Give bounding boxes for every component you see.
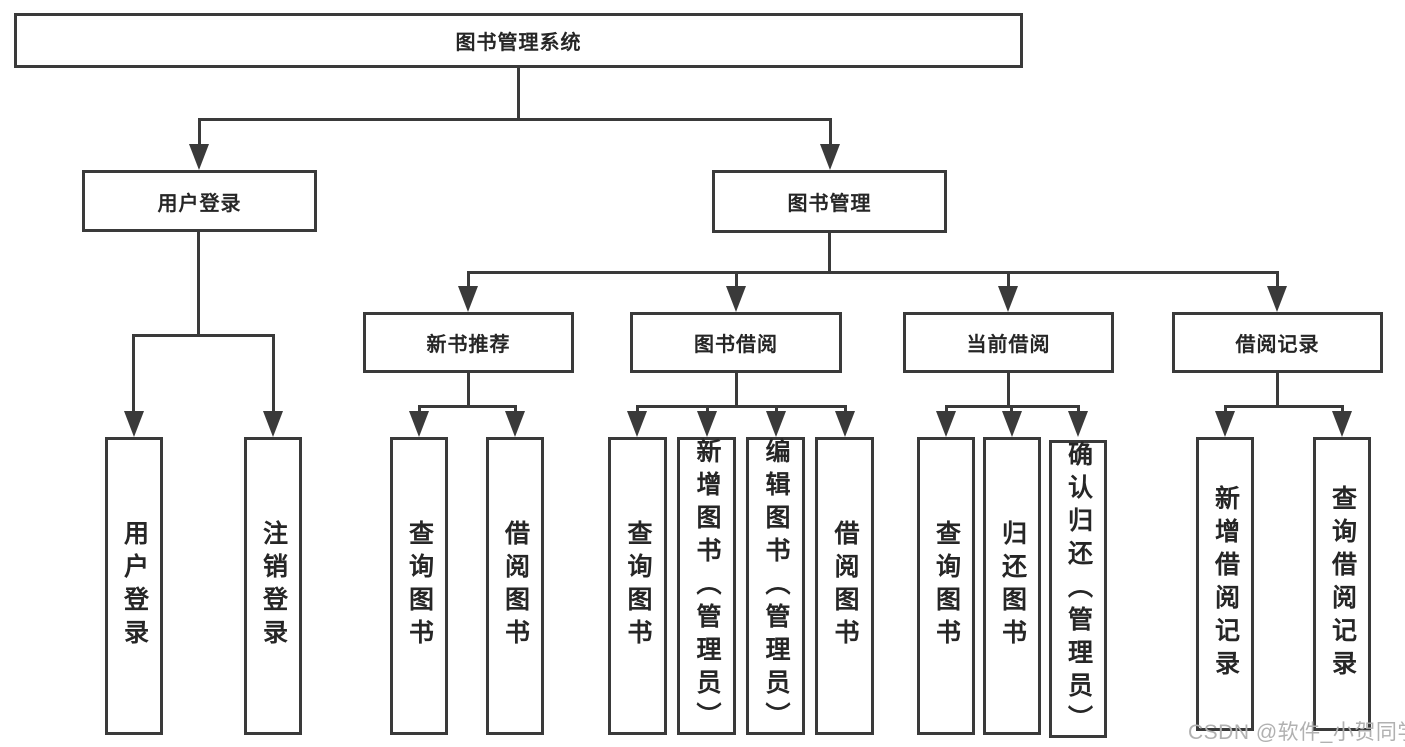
connector-line (636, 405, 847, 408)
node-user-login: 用户登录 (82, 170, 317, 232)
arrowhead-down-icon (1267, 286, 1287, 312)
arrowhead-down-icon (697, 411, 717, 437)
leaf-record-add-record: 新增借阅记录 (1196, 437, 1254, 731)
arrowhead-down-icon (189, 144, 209, 170)
arrowhead-down-icon (1002, 411, 1022, 437)
leaf-label: 注销登录 (259, 520, 288, 652)
leaf-logout: 注销登录 (244, 437, 302, 735)
leaf-record-query-record: 查询借阅记录 (1313, 437, 1371, 731)
connector-line (198, 121, 201, 146)
connector-line (735, 274, 738, 288)
arrowhead-down-icon (820, 144, 840, 170)
connector-line (467, 274, 470, 288)
leaf-label: 新增借阅记录 (1211, 485, 1240, 683)
node-book-borrow: 图书借阅 (630, 312, 842, 373)
connector-line (132, 337, 135, 413)
connector-line (1276, 373, 1279, 407)
connector-line (1007, 274, 1010, 288)
leaf-current-query-book: 查询图书 (917, 437, 975, 735)
connector-line (1224, 405, 1344, 408)
connector-line (197, 232, 200, 336)
leaf-label: 确认归还（管理员） (1064, 440, 1093, 738)
connector-line (467, 271, 1279, 274)
connector-line (735, 373, 738, 407)
leaf-borrow-add-book-admin: 新增图书（管理员） (677, 437, 736, 735)
connector-line (1007, 373, 1010, 407)
arrowhead-down-icon (458, 286, 478, 312)
arrowhead-down-icon (505, 411, 525, 437)
leaf-label: 新增图书（管理员） (693, 437, 721, 735)
leaf-newbook-borrow-book: 借阅图书 (486, 437, 544, 735)
arrowhead-down-icon (936, 411, 956, 437)
leaf-label: 查询图书 (624, 520, 652, 652)
leaf-label: 查询借阅记录 (1328, 485, 1357, 683)
node-new-book-recommend: 新书推荐 (363, 312, 574, 373)
node-borrow-record: 借阅记录 (1172, 312, 1383, 373)
leaf-newbook-query-book: 查询图书 (390, 437, 448, 735)
leaf-label: 查询图书 (405, 520, 434, 652)
arrowhead-down-icon (409, 411, 429, 437)
csdn-watermark: CSDN @软件_小贺同学 (1188, 721, 1405, 744)
arrowhead-down-icon (766, 411, 786, 437)
connector-line (272, 337, 275, 413)
leaf-label: 借阅图书 (831, 520, 859, 652)
connector-line (418, 405, 517, 408)
leaf-borrow-edit-book-admin: 编辑图书（管理员） (746, 437, 805, 735)
leaf-label: 借阅图书 (501, 520, 530, 652)
connector-line (517, 68, 520, 121)
arrowhead-down-icon (1215, 411, 1235, 437)
node-root: 图书管理系统 (14, 13, 1023, 68)
arrowhead-down-icon (835, 411, 855, 437)
leaf-current-confirm-return-admin: 确认归还（管理员） (1049, 440, 1107, 738)
connector-line (829, 121, 832, 146)
arrowhead-down-icon (124, 411, 144, 437)
leaf-borrow-borrow-book: 借阅图书 (815, 437, 874, 735)
arrowhead-down-icon (263, 411, 283, 437)
arrowhead-down-icon (1068, 411, 1088, 437)
arrowhead-down-icon (998, 286, 1018, 312)
leaf-label: 编辑图书（管理员） (762, 437, 790, 735)
arrowhead-down-icon (1332, 411, 1352, 437)
arrowhead-down-icon (726, 286, 746, 312)
connector-line (467, 373, 470, 407)
leaf-label: 查询图书 (932, 520, 961, 652)
connector-line (828, 233, 831, 272)
leaf-borrow-query-book: 查询图书 (608, 437, 667, 735)
connector-line (1276, 274, 1279, 288)
connector-line (945, 405, 1080, 408)
leaf-user-login: 用户登录 (105, 437, 163, 735)
leaf-label: 归还图书 (998, 520, 1027, 652)
connector-line (198, 118, 832, 121)
leaf-label: 用户登录 (120, 520, 149, 652)
node-current-borrow: 当前借阅 (903, 312, 1114, 373)
node-book-management: 图书管理 (712, 170, 947, 233)
leaf-current-return-book: 归还图书 (983, 437, 1041, 735)
connector-line (132, 334, 275, 337)
arrowhead-down-icon (627, 411, 647, 437)
